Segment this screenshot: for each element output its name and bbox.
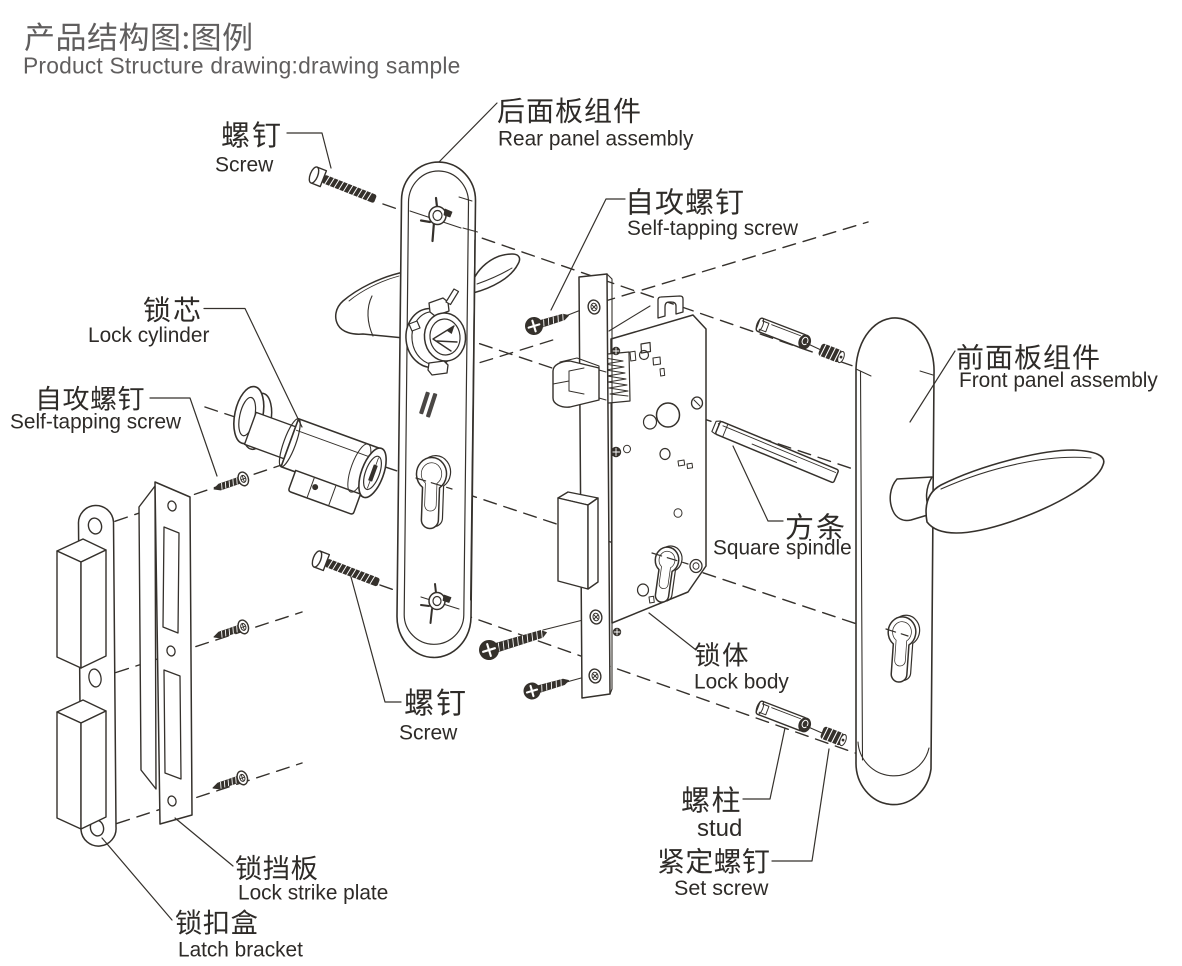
svg-text:Lock strike plate: Lock strike plate xyxy=(238,882,388,905)
svg-text:Lock body: Lock body xyxy=(694,671,789,694)
svg-text:Front panel assembly: Front panel assembly xyxy=(959,369,1158,392)
svg-text:Latch bracket: Latch bracket xyxy=(178,939,303,962)
svg-text:Square spindle: Square spindle xyxy=(713,537,852,560)
svg-text:Set screw: Set screw xyxy=(674,876,769,900)
svg-text:Self-tapping screw: Self-tapping screw xyxy=(10,411,182,434)
svg-text:Screw: Screw xyxy=(399,722,458,745)
svg-text:Screw: Screw xyxy=(215,154,274,177)
svg-text:Self-tapping screw: Self-tapping screw xyxy=(627,217,799,240)
svg-text:Product Structure drawing:draw: Product Structure drawing:drawing sample xyxy=(23,53,461,79)
svg-text:Lock cylinder: Lock cylinder xyxy=(88,324,209,347)
svg-text:stud: stud xyxy=(697,815,742,842)
svg-text:Rear panel assembly: Rear panel assembly xyxy=(498,128,694,151)
